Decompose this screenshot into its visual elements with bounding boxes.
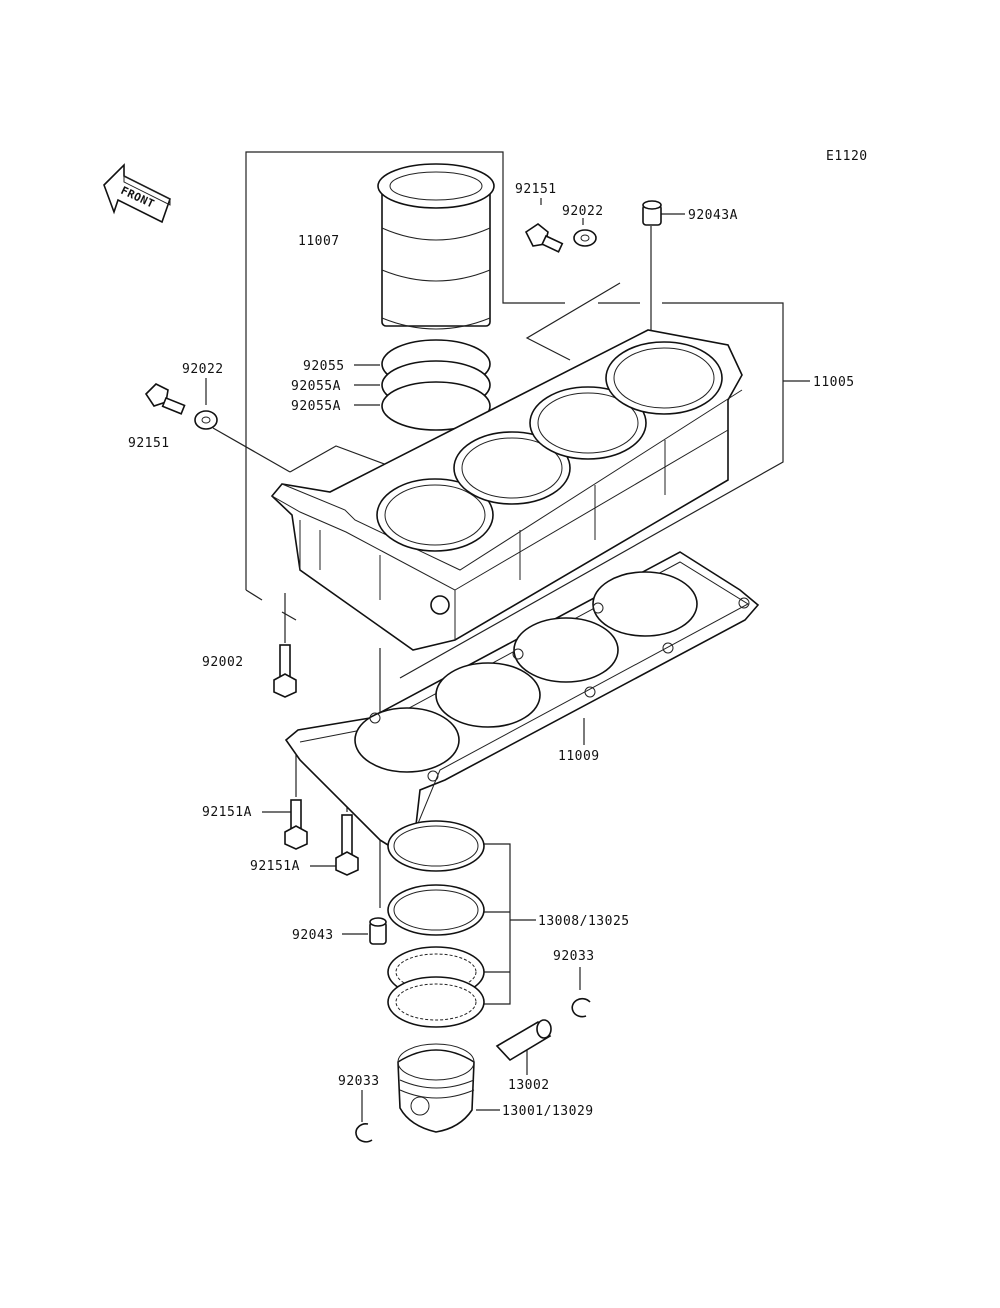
part-label-92022-left: 92022 [182, 362, 224, 377]
leader-lines [205, 151, 810, 1122]
part-label-13001-13029: 13001/13029 [502, 1104, 594, 1119]
part-label-92002: 92002 [202, 655, 244, 670]
cylinder-liner [377, 163, 495, 330]
bolt-icon [524, 223, 564, 253]
bolt-icon [284, 799, 308, 850]
front-arrow-icon: FRONT [103, 163, 171, 224]
part-label-11005: 11005 [813, 375, 855, 390]
part-label-11009: 11009 [558, 749, 600, 764]
dowel-pin-icon [369, 917, 387, 945]
part-label-92055a-1: 92055A [291, 379, 341, 394]
part-label-92022-top: 92022 [562, 204, 604, 219]
part-label-92043: 92043 [292, 928, 334, 943]
part-label-92151a-2: 92151A [250, 859, 300, 874]
part-label-11007: 11007 [298, 234, 340, 249]
part-label-92033-right: 92033 [553, 949, 595, 964]
part-label-13002: 13002 [508, 1078, 550, 1093]
liner-o-rings [381, 339, 491, 431]
washer-icon [573, 229, 597, 247]
bolt-icon [335, 814, 359, 876]
circlip-icon [571, 997, 591, 1018]
cylinder-block [270, 329, 743, 651]
circlip-icon [355, 1123, 373, 1143]
part-label-92033-left: 92033 [338, 1074, 380, 1089]
dowel-pin-icon [642, 200, 662, 226]
bolt-icon [144, 383, 186, 415]
piston-rings [387, 820, 485, 1028]
cylinder-gasket [284, 551, 760, 862]
piston-pin-icon [495, 1019, 552, 1062]
part-label-92055: 92055 [303, 359, 345, 374]
part-label-92055a-2: 92055A [291, 399, 341, 414]
bolt-icon [273, 644, 297, 698]
part-label-92151-left: 92151 [128, 436, 170, 451]
piston-icon [397, 1043, 475, 1133]
diagram-code: E1120 [826, 149, 868, 164]
part-label-13008-13025: 13008/13025 [538, 914, 630, 929]
part-label-92151-top: 92151 [515, 182, 557, 197]
part-label-92151a-1: 92151A [202, 805, 252, 820]
washer-icon [194, 410, 218, 430]
part-label-92043a: 92043A [688, 208, 738, 223]
